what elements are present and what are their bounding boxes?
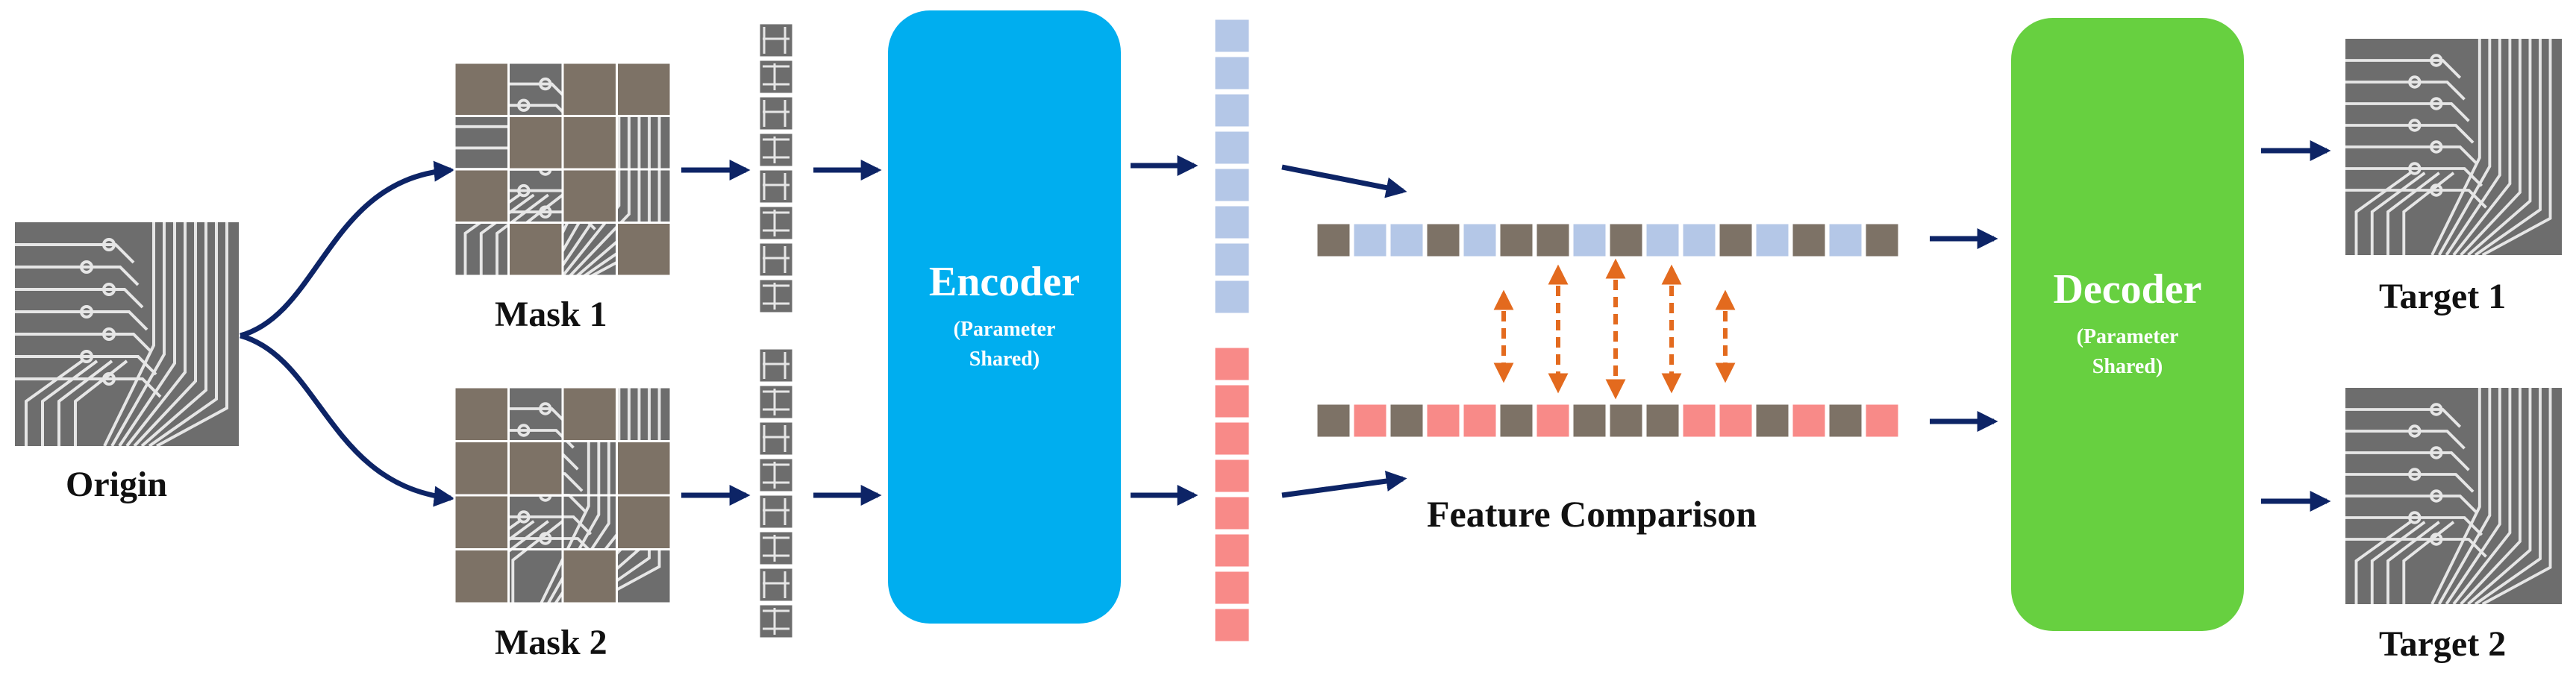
visible-patch-strip-1 (759, 23, 793, 313)
masked-patch (563, 116, 617, 169)
sequence-token (1828, 223, 1863, 257)
sequence-token (1865, 223, 1899, 257)
sequence-token (1426, 404, 1460, 438)
sequence-token (1353, 404, 1387, 438)
sequence-token (1572, 404, 1607, 438)
embedding-token (1214, 205, 1250, 239)
target1-image (2345, 39, 2562, 255)
origin-image (15, 222, 239, 446)
embedding-token (1214, 168, 1250, 202)
embedding-token (1214, 347, 1250, 381)
masked-patch (563, 63, 617, 116)
masked-patch (508, 222, 563, 276)
masked-patch (563, 387, 617, 442)
masked-patch (563, 169, 617, 223)
target2-label: Target 2 (2379, 624, 2507, 664)
sequence-token (1865, 404, 1899, 438)
sequence-token (1755, 223, 1789, 257)
embedding-token (1214, 571, 1250, 605)
sequence-token (1572, 223, 1607, 257)
split-arrow-top (240, 160, 455, 339)
decoder-block: Decoder (Parameter Shared) (2011, 18, 2244, 631)
encoder-subtitle: (Parameter Shared) (953, 318, 1056, 371)
embedding-token (1214, 459, 1250, 493)
sequence-token (1682, 223, 1716, 257)
embedding-token (1214, 421, 1250, 456)
embedding-token (1214, 56, 1250, 90)
masked-patch (616, 63, 671, 116)
masked-patch (454, 387, 509, 442)
masked-patch (454, 495, 509, 550)
masked-patch (454, 441, 509, 495)
visible-patch-strip-2 (759, 348, 793, 638)
sequence-token (1536, 404, 1570, 438)
split-arrow-bottom (240, 333, 455, 507)
sequence-token (1426, 223, 1460, 257)
sequence-token (1316, 223, 1351, 257)
sequence-token (1645, 404, 1680, 438)
sequence-token (1645, 223, 1680, 257)
feature-comparison-arrows (1493, 258, 1736, 400)
patch-grid-cell (616, 548, 672, 605)
sequence-token (1316, 404, 1351, 438)
encoded-embedding-column-2 (1214, 347, 1250, 642)
embedding-token (1214, 131, 1250, 165)
sequence-token (1536, 223, 1570, 257)
embedding-token (1214, 608, 1250, 642)
sequence-token (1792, 404, 1826, 438)
combined-token-sequence-1 (1316, 223, 1899, 257)
arrow-embed2-to-seq2 (1281, 471, 1407, 498)
embedding-token (1214, 533, 1250, 568)
sequence-token (1353, 223, 1387, 257)
sequence-token (1719, 404, 1753, 438)
origin-label: Origin (66, 465, 168, 504)
masked-patch (616, 495, 671, 550)
embedding-token (1214, 496, 1250, 530)
embedding-token (1214, 242, 1250, 277)
sequence-token (1499, 404, 1534, 438)
masked-patch (508, 441, 563, 495)
mask1-label: Mask 1 (495, 295, 607, 334)
sequence-token (1609, 404, 1643, 438)
masked-patch (616, 222, 671, 276)
encoder-block: Encoder (Parameter Shared) (888, 10, 1121, 624)
patch-grid-cell (616, 222, 672, 277)
target1-label: Target 1 (2379, 277, 2507, 316)
feature-comparison-label: Feature Comparison (1427, 493, 1757, 535)
masked-patch (563, 549, 617, 603)
sequence-token (1755, 404, 1789, 438)
masked-patch (454, 63, 509, 116)
mask2-label: Mask 2 (495, 623, 607, 662)
embedding-token (1214, 93, 1250, 128)
embedding-token (1214, 19, 1250, 53)
combined-token-sequence-2 (1316, 404, 1899, 438)
masked-patch (454, 549, 509, 603)
sequence-token (1389, 223, 1424, 257)
sequence-token (1463, 223, 1497, 257)
masked-patch (616, 441, 671, 495)
sequence-token (1719, 223, 1753, 257)
sequence-token (1682, 404, 1716, 438)
arrow-embed1-to-seq1 (1281, 164, 1407, 198)
decoder-title: Decoder (2053, 266, 2202, 313)
sequence-token (1499, 223, 1534, 257)
embedding-token (1214, 384, 1250, 418)
sequence-token (1828, 404, 1863, 438)
decoder-subtitle: (Parameter Shared) (2076, 325, 2179, 378)
masked-patch (508, 116, 563, 169)
encoded-embedding-column-1 (1214, 19, 1250, 314)
embedding-token (1214, 280, 1250, 314)
mask2-patches (453, 386, 672, 605)
masked-patch (454, 169, 509, 223)
encoder-title: Encoder (928, 259, 1081, 305)
sequence-token (1389, 404, 1424, 438)
mask1-patches (453, 61, 672, 277)
sequence-token (1609, 223, 1643, 257)
target2-image (2345, 388, 2562, 604)
sequence-token (1792, 223, 1826, 257)
sequence-token (1463, 404, 1497, 438)
